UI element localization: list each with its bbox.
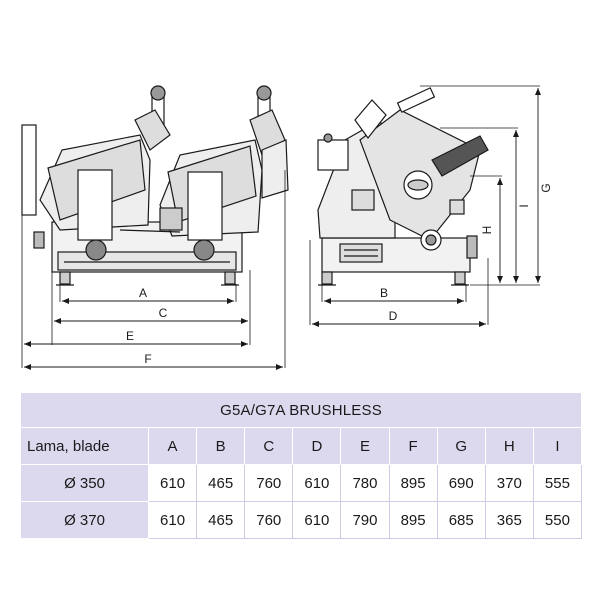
table-row: Ø 350 610 465 760 610 780 895 690 370 55… xyxy=(20,464,583,502)
dimension-label-d: D xyxy=(389,309,398,323)
dimension-label-g: G xyxy=(539,183,553,192)
table-cell: 760 xyxy=(244,464,294,502)
table-cell: 780 xyxy=(340,464,390,502)
table-cell: 365 xyxy=(484,501,534,539)
dimensions-table: G5A/G7A BRUSHLESS Lama, blade A B C D E … xyxy=(20,392,583,539)
table-cell: 690 xyxy=(436,464,486,502)
table-cell: 610 xyxy=(292,464,342,502)
column-header: C xyxy=(244,427,294,465)
table-title-row: G5A/G7A BRUSHLESS xyxy=(20,392,582,428)
row-header-label: Lama, blade xyxy=(20,427,149,465)
table-cell: 685 xyxy=(436,501,486,539)
dimension-label-a: A xyxy=(139,286,147,300)
front-view-machine xyxy=(21,85,289,286)
table-cell: 370 xyxy=(484,464,534,502)
dimension-label-b: B xyxy=(380,286,388,300)
table-cell: 760 xyxy=(244,501,294,539)
side-view-machine xyxy=(317,87,489,286)
table-cell: 790 xyxy=(340,501,390,539)
table-cell: 610 xyxy=(292,501,342,539)
table-cell: 550 xyxy=(532,501,583,539)
column-header: I xyxy=(532,427,583,465)
dimension-label-e: E xyxy=(126,329,134,343)
table-title: G5A/G7A BRUSHLESS xyxy=(20,392,582,428)
column-header: F xyxy=(388,427,438,465)
column-header: H xyxy=(484,427,534,465)
column-header: A xyxy=(147,427,198,465)
dimension-label-f: F xyxy=(144,352,151,366)
table-cell: 610 xyxy=(147,501,198,539)
column-header: D xyxy=(292,427,342,465)
table-header-row: Lama, blade A B C D E F G H I xyxy=(20,427,583,465)
table-cell: 555 xyxy=(532,464,583,502)
table-cell: 465 xyxy=(196,464,246,502)
column-header: E xyxy=(340,427,390,465)
row-label: Ø 350 xyxy=(20,464,149,502)
column-header: G xyxy=(436,427,486,465)
dimension-label-i: I xyxy=(517,204,531,207)
technical-drawing: A C E F xyxy=(21,85,553,370)
table-cell: 465 xyxy=(196,501,246,539)
row-label: Ø 370 xyxy=(20,501,149,539)
table-cell: 610 xyxy=(147,464,198,502)
dimension-label-c: C xyxy=(159,306,168,320)
table-cell: 895 xyxy=(388,501,438,539)
table-row: Ø 370 610 465 760 610 790 895 685 365 55… xyxy=(20,501,583,539)
column-header: B xyxy=(196,427,246,465)
dimension-label-h: H xyxy=(480,226,494,235)
table-cell: 895 xyxy=(388,464,438,502)
